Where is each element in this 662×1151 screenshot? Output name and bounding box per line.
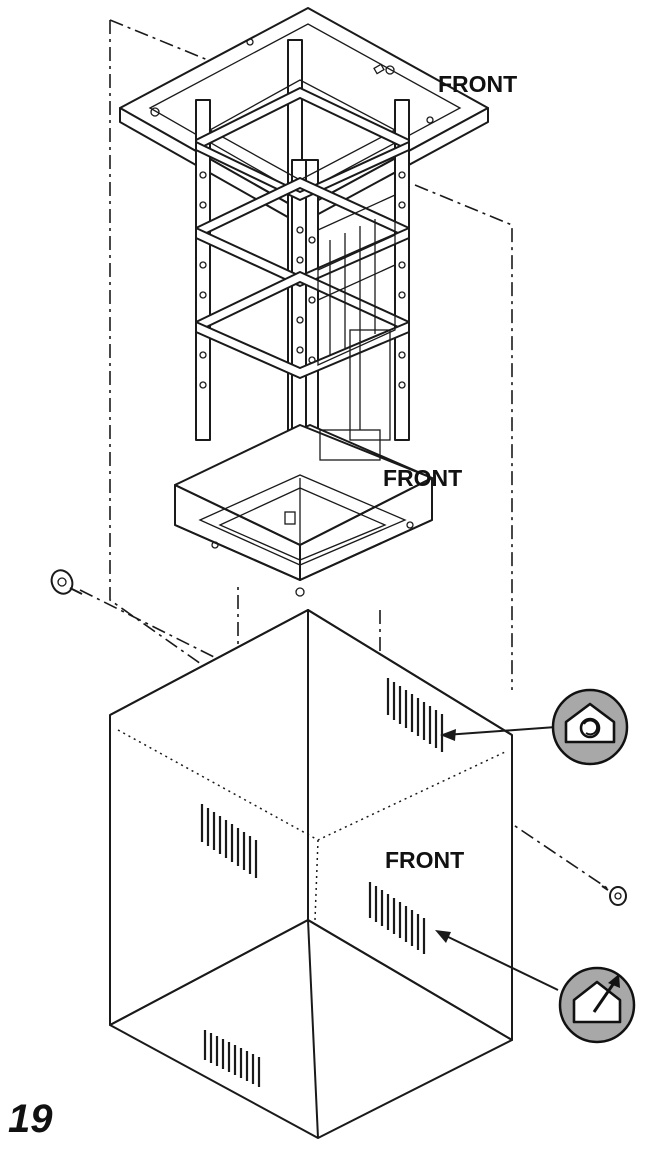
rivet-holes	[199, 171, 406, 389]
front-label-top: FRONT	[438, 71, 517, 97]
motor-base-block	[174, 424, 433, 597]
screw-icon	[601, 885, 627, 906]
figure-number: 19	[8, 1097, 53, 1141]
vent-grille-bottom	[203, 1030, 261, 1087]
callout-arrows	[435, 726, 559, 991]
chimney-cover	[109, 609, 513, 1139]
inner-duct	[317, 193, 396, 441]
vent-grille-front	[368, 882, 426, 954]
vent-grille-back-right	[386, 678, 444, 752]
front-label-middle: FRONT	[383, 465, 462, 491]
screw-icon	[50, 569, 83, 595]
recirculation-mode-icon	[551, 688, 629, 766]
cross-rails	[195, 87, 410, 379]
front-label-chimney: FRONT	[385, 847, 464, 873]
vent-grille-left	[200, 804, 258, 878]
ducted-exhaust-mode-icon	[558, 966, 636, 1044]
telescopic-frame	[195, 39, 410, 461]
